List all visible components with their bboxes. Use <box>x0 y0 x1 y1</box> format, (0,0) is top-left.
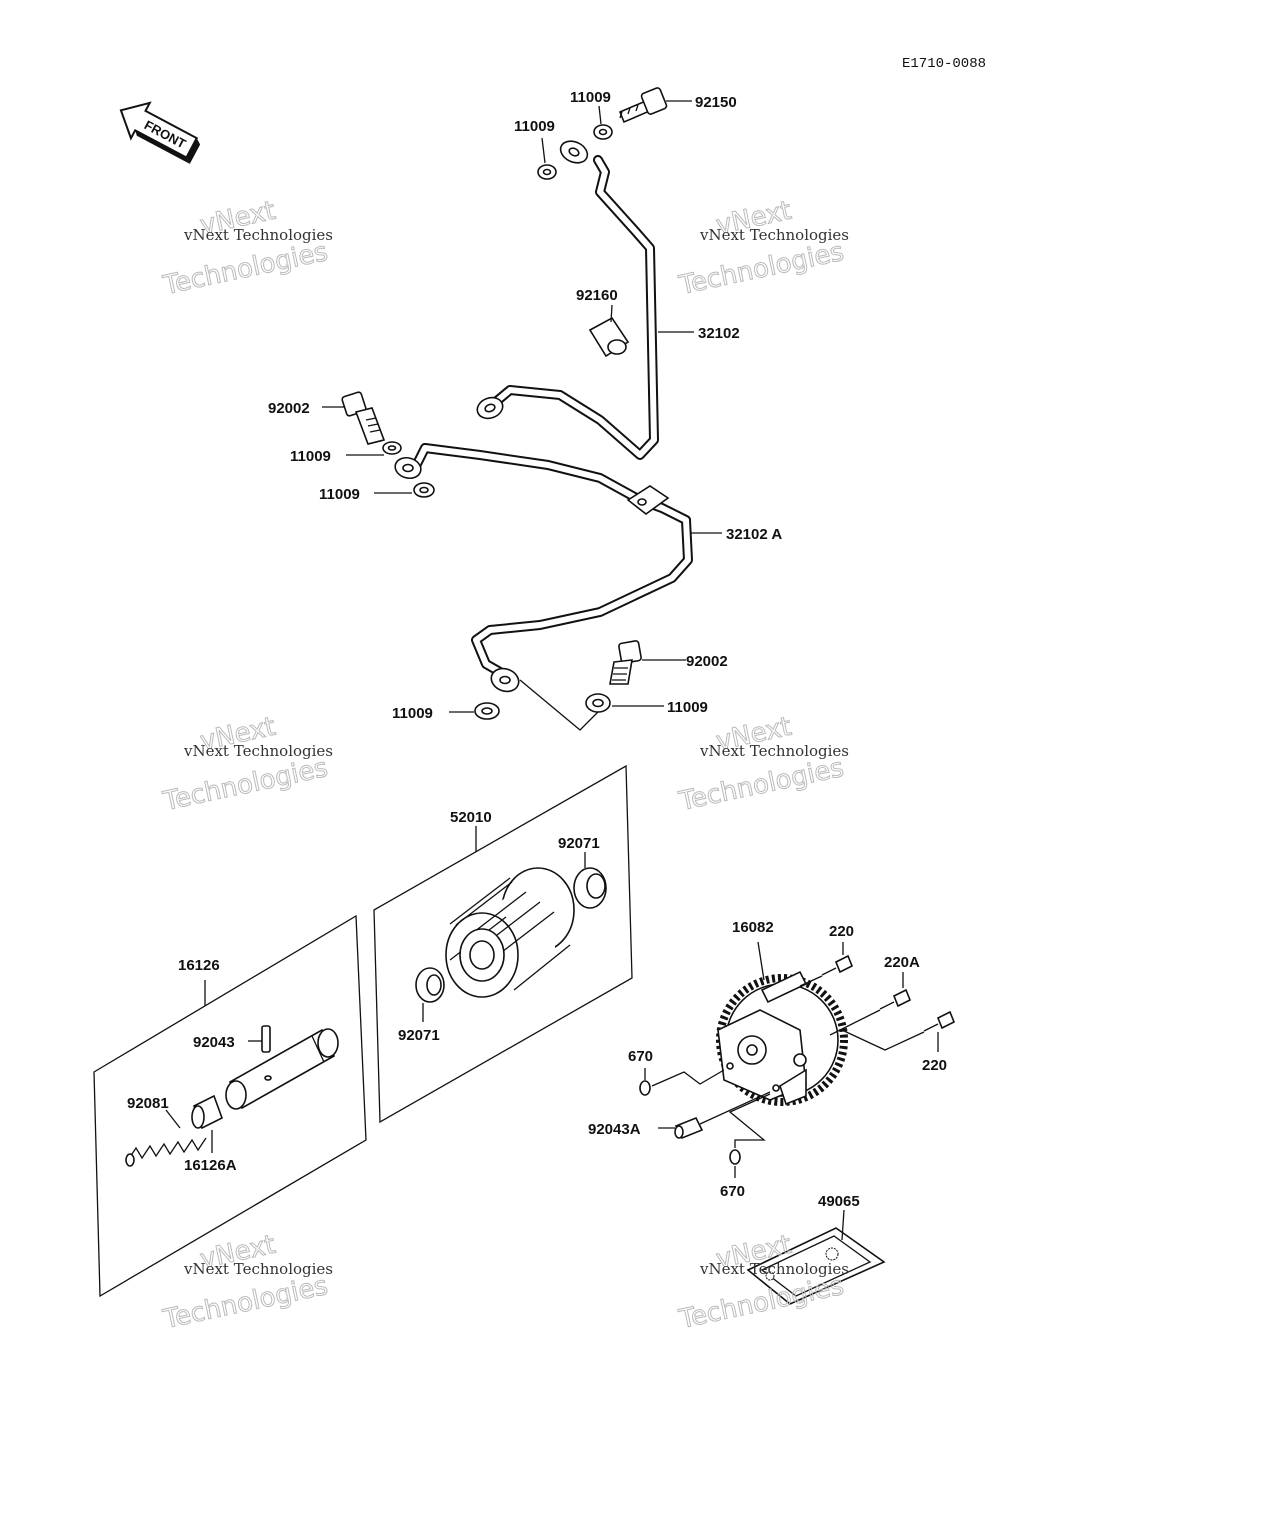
screw-220A <box>879 988 912 1010</box>
callout-16126A: 16126A <box>184 1157 237 1174</box>
bolt-92002-a <box>341 391 386 445</box>
screw-220-b <box>923 1010 956 1032</box>
callout-32102A: 32102 A <box>726 526 782 543</box>
screw-220-a <box>821 954 854 976</box>
callout-92071-b: 92071 <box>398 1027 440 1044</box>
callout-32102: 32102 <box>698 325 740 342</box>
oil-filter-panel <box>373 764 633 1124</box>
spacer-92160 <box>588 316 630 358</box>
bolt-92002-b <box>609 640 686 685</box>
callout-92081: 92081 <box>127 1095 169 1112</box>
callout-11009-b: 11009 <box>514 118 555 135</box>
callout-92002-a: 92002 <box>268 400 310 417</box>
oil-pipe-32102A <box>394 443 693 693</box>
svg-text:vNext Technologies: vNext Technologies <box>699 226 849 244</box>
callout-220-a: 220 <box>829 923 854 940</box>
callout-11009-a: 11009 <box>570 89 611 106</box>
piston-16126A <box>191 1094 223 1130</box>
callout-220-b: 220 <box>922 1057 947 1074</box>
callout-52010: 52010 <box>450 809 492 826</box>
callout-16082: 16082 <box>732 919 774 936</box>
svg-text:vNext Technologies: vNext Technologies <box>183 1260 333 1278</box>
svg-text:Technologies: Technologies <box>160 753 331 817</box>
relief-valve-16126 <box>225 1028 339 1110</box>
seal-92071-a <box>573 867 607 909</box>
svg-text:Technologies: Technologies <box>676 237 847 301</box>
relief-valve-panel <box>93 914 367 1298</box>
svg-text:Technologies: Technologies <box>160 237 331 301</box>
svg-text:Technologies: Technologies <box>160 1271 331 1335</box>
strainer-49065 <box>746 1227 886 1305</box>
callout-92002-b: 92002 <box>686 653 728 670</box>
callout-92160: 92160 <box>576 287 618 304</box>
watermark-top-right: vNext vNext Technologies Technologies <box>675 195 849 301</box>
callout-49065: 49065 <box>818 1193 860 1210</box>
callout-11009-e: 11009 <box>392 705 433 722</box>
bolt-92150 <box>618 87 692 124</box>
callout-670-b: 670 <box>720 1183 745 1200</box>
svg-text:vNext Technologies: vNext Technologies <box>183 742 333 760</box>
o-ring-670-b <box>729 1149 741 1165</box>
svg-text:Technologies: Technologies <box>676 753 847 817</box>
callout-11009-f: 11009 <box>667 699 708 716</box>
watermark-mid-right: vNext vNext Technologies Technologies <box>675 711 849 817</box>
pin-92043 <box>261 1025 271 1053</box>
dowel-pin-92043A <box>674 1116 704 1140</box>
svg-text:vNext Technologies: vNext Technologies <box>699 1260 849 1278</box>
svg-text:vNext Technologies: vNext Technologies <box>183 226 333 244</box>
spring-92081 <box>125 1137 207 1167</box>
oil-pump-16082 <box>716 941 848 1106</box>
callout-11009-d: 11009 <box>319 486 360 503</box>
callout-670-a: 670 <box>628 1048 653 1065</box>
o-ring-670-a <box>639 1080 651 1096</box>
callout-92043: 92043 <box>193 1034 235 1051</box>
callout-92071-a: 92071 <box>558 835 600 852</box>
front-arrow-icon: FRONT <box>119 101 201 164</box>
callout-92150: 92150 <box>695 94 737 111</box>
callout-220A: 220A <box>884 954 920 971</box>
watermark-top-left: vNext vNext Technologies Technologies <box>159 195 333 301</box>
callout-92043A: 92043A <box>588 1121 641 1138</box>
diagram-code: E1710-0088 <box>902 56 986 72</box>
svg-text:vNext Technologies: vNext Technologies <box>699 742 849 760</box>
seal-92071-b <box>415 967 445 1003</box>
oil-pipe-32102 <box>476 140 659 460</box>
oil-filter-52010 <box>445 867 575 1000</box>
callout-11009-c: 11009 <box>290 448 331 465</box>
callout-16126: 16126 <box>178 957 220 974</box>
watermark-mid-left: vNext vNext Technologies Technologies <box>159 711 333 817</box>
